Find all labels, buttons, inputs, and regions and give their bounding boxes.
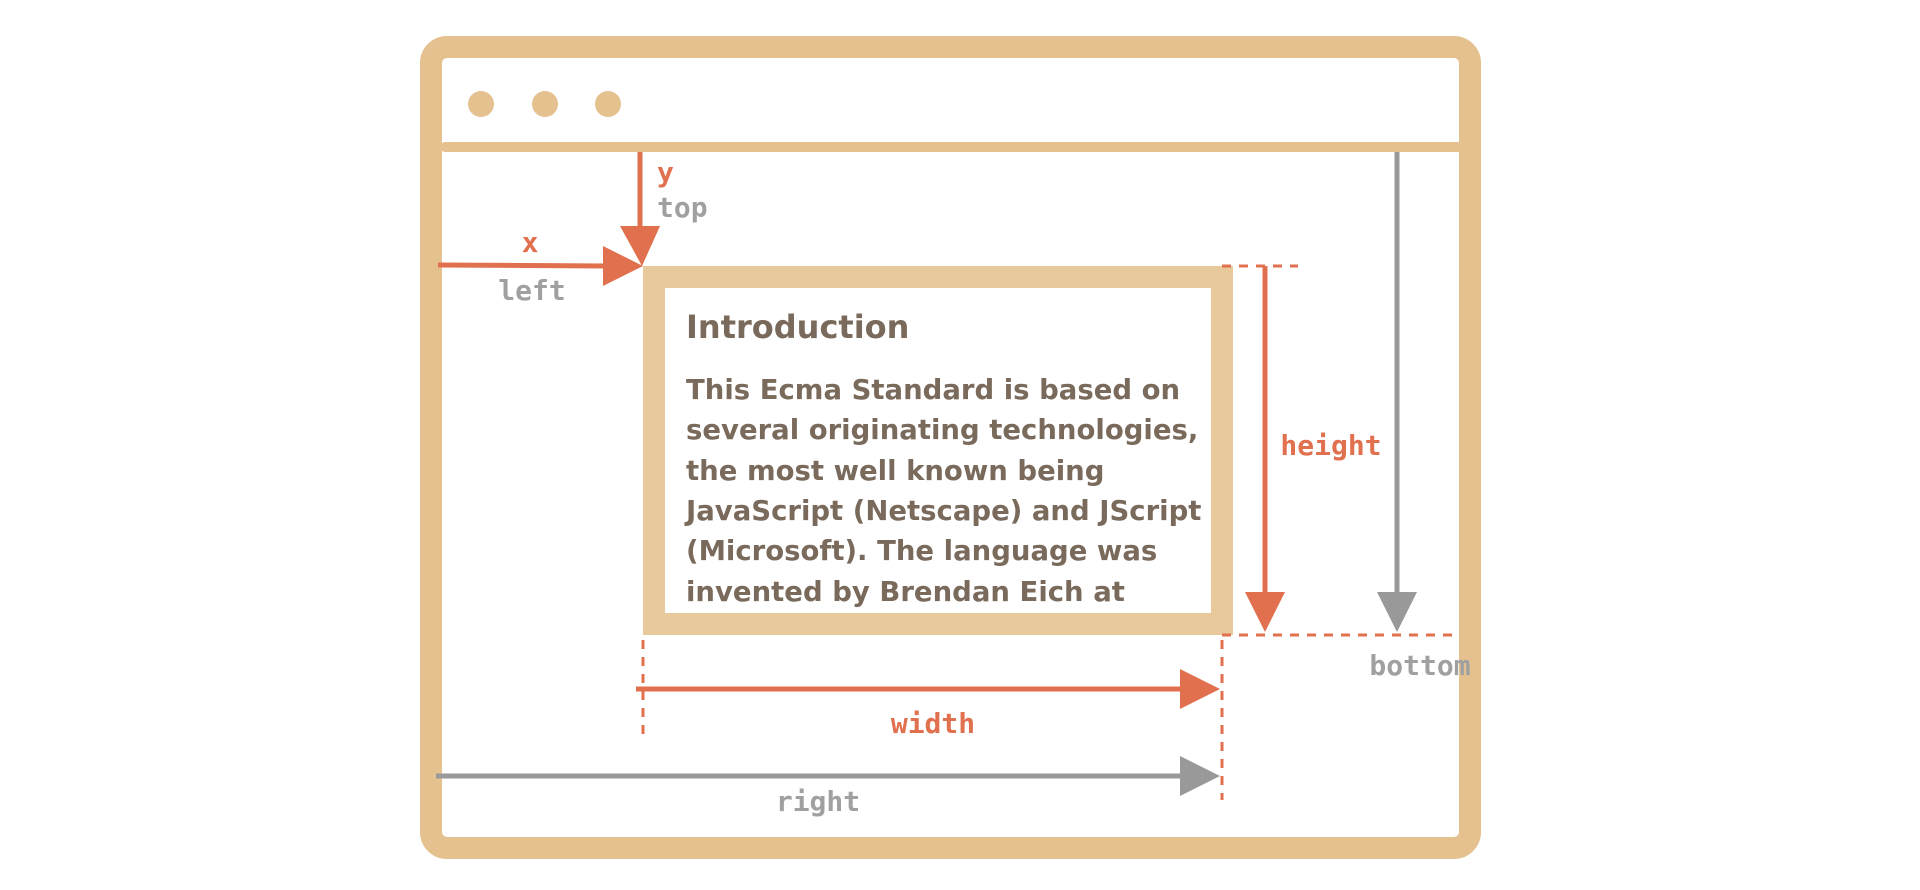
window-dot-2 [532, 91, 558, 117]
right-arrowhead [1180, 756, 1220, 796]
height-arrowhead [1245, 592, 1285, 632]
label-y: y [657, 156, 674, 189]
element-line-2: several originating technologies, [686, 414, 1198, 446]
element-box [643, 266, 1233, 635]
label-width: width [891, 707, 975, 740]
element-title: Introduction [686, 308, 909, 346]
width-arrowhead [1180, 669, 1220, 709]
label-bottom: bottom [1369, 649, 1470, 682]
element-line-6: invented by Brendan Eich at [686, 576, 1125, 608]
label-right: right [776, 785, 860, 818]
window-dot-3 [595, 91, 621, 117]
label-x: x [522, 226, 539, 259]
element-line-3: the most well known being [686, 455, 1104, 487]
label-left: left [498, 274, 565, 307]
x-arrow-shaft [437, 262, 607, 269]
label-height: height [1280, 429, 1381, 462]
element-line-4: JavaScript (Netscape) and JScript [684, 495, 1201, 527]
y-arrowhead [620, 226, 660, 266]
element-line-1: This Ecma Standard is based on [686, 374, 1180, 406]
element-line-5: (Microsoft). The language was [686, 535, 1157, 567]
label-top: top [657, 191, 708, 224]
window-dot-1 [468, 91, 494, 117]
browser-window-frame [420, 36, 1481, 859]
bottom-arrowhead [1377, 592, 1417, 632]
x-arrowhead [603, 246, 643, 286]
